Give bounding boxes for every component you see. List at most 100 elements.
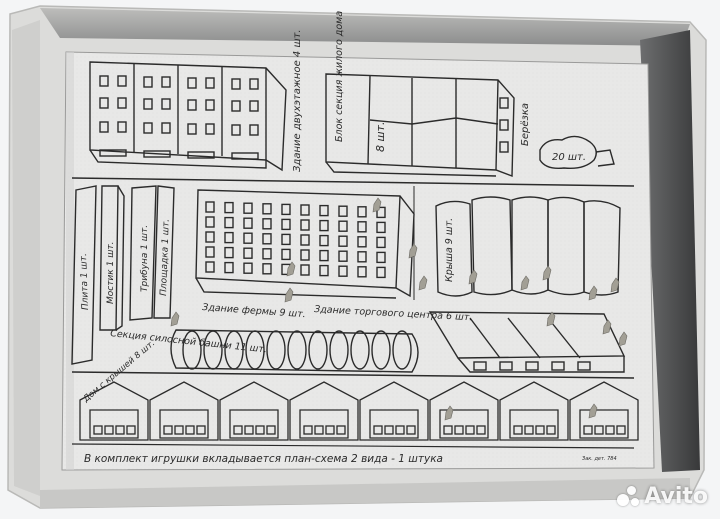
window — [224, 216, 234, 229]
window — [357, 221, 367, 233]
residential-block-drawing — [325, 73, 515, 178]
window — [303, 425, 313, 435]
window — [281, 218, 291, 231]
house-wall — [299, 409, 349, 439]
window — [314, 425, 324, 435]
house — [219, 381, 289, 441]
window — [262, 263, 272, 275]
silo-ring — [245, 330, 265, 370]
window — [319, 249, 329, 262]
label-slab: Плита 1 шт. — [79, 253, 91, 310]
glue-blob — [610, 277, 620, 293]
silo-ring — [224, 330, 244, 370]
window — [143, 76, 153, 88]
window — [163, 425, 173, 435]
window — [300, 249, 310, 261]
silo-ring — [308, 330, 328, 370]
label-platform: Площадка 1 шт. — [159, 219, 172, 296]
window — [93, 425, 103, 435]
glue-blob — [286, 261, 296, 277]
window — [99, 75, 109, 87]
window — [224, 201, 234, 214]
window — [249, 100, 259, 112]
glue-blob — [520, 275, 530, 291]
window — [243, 232, 253, 244]
window — [605, 425, 615, 435]
silo-ring — [266, 330, 286, 370]
house — [569, 381, 639, 441]
label-tribune: Трибуна 1 шт. — [140, 225, 150, 292]
window — [187, 151, 215, 159]
glue-blob — [444, 405, 454, 421]
silo-section-drawing — [170, 329, 419, 373]
glue-blob — [284, 287, 294, 303]
window — [205, 123, 215, 135]
window — [524, 425, 534, 435]
label-residential-count: 8 шт. — [374, 122, 387, 152]
label-roof: Крыша 9 шт. — [444, 218, 455, 282]
window — [443, 425, 453, 435]
window — [338, 250, 348, 262]
glue-blob — [546, 311, 556, 327]
window — [338, 205, 348, 217]
window — [262, 218, 272, 230]
house — [359, 381, 429, 441]
window — [546, 425, 556, 435]
window — [174, 425, 184, 435]
window — [338, 220, 348, 232]
window — [205, 231, 215, 243]
house — [79, 381, 149, 441]
window — [99, 121, 109, 133]
glue-blob — [588, 403, 598, 419]
house — [429, 381, 499, 441]
house-wall — [229, 409, 279, 439]
window — [117, 121, 127, 133]
label-building-two-story: Здание двухэтажное 4 шт. — [292, 29, 303, 172]
window — [117, 97, 127, 109]
window — [187, 123, 197, 135]
window — [99, 149, 127, 157]
window — [255, 425, 265, 435]
window — [224, 261, 234, 274]
window — [243, 217, 253, 229]
window — [126, 425, 136, 435]
window — [454, 425, 464, 435]
window — [196, 425, 206, 435]
window — [357, 236, 367, 248]
window — [205, 201, 215, 213]
farm-building-drawing — [195, 189, 415, 299]
window — [583, 425, 593, 435]
window — [281, 203, 291, 216]
glue-blob — [618, 331, 628, 347]
window — [262, 248, 272, 260]
window — [205, 77, 215, 89]
window — [406, 425, 416, 435]
window — [231, 124, 241, 136]
label-printer-mark: Зак. дет. 784 — [582, 456, 617, 462]
window — [266, 425, 276, 435]
window — [205, 261, 215, 273]
glue-blob — [170, 311, 180, 327]
window — [205, 99, 215, 111]
window — [243, 202, 253, 214]
window — [187, 99, 197, 111]
avito-logo-icon — [617, 485, 641, 508]
window — [325, 425, 335, 435]
avito-watermark-text: Avito — [644, 484, 708, 509]
window — [376, 236, 386, 249]
window — [244, 425, 254, 435]
house — [289, 381, 359, 441]
window — [513, 425, 523, 435]
birch-drawing — [539, 135, 615, 170]
house-wall — [439, 409, 489, 439]
label-birch: Берёзка — [520, 103, 531, 146]
window — [616, 425, 626, 435]
label-birch-count: 20 шт. — [552, 152, 586, 163]
silo-ring — [392, 330, 412, 370]
window — [373, 425, 383, 435]
house-wall — [369, 409, 419, 439]
house — [149, 381, 219, 441]
window — [357, 206, 367, 218]
silo-ring — [287, 330, 307, 370]
window — [243, 247, 253, 259]
